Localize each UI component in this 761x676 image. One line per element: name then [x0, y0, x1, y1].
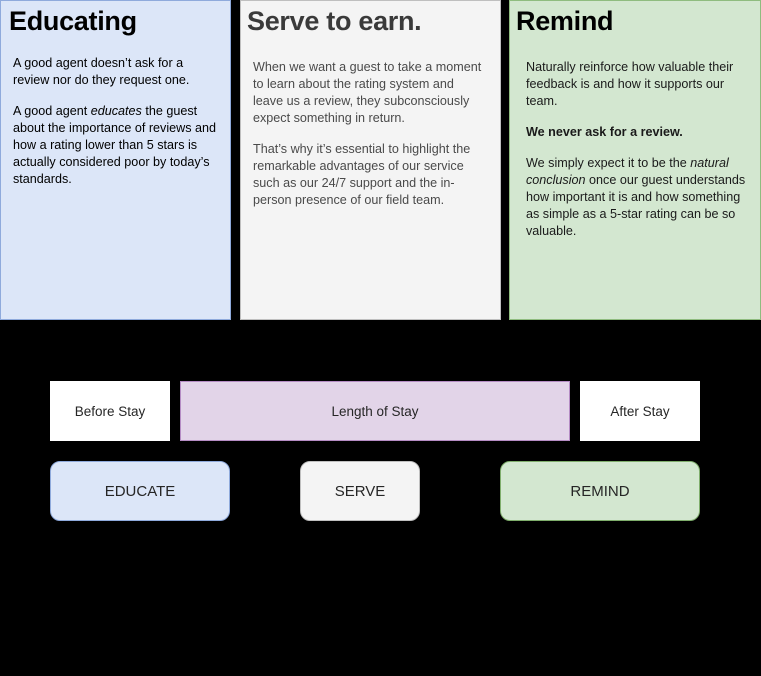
panel-educating-body: A good agent doesn’t ask for a review no…	[1, 35, 230, 188]
panel-serve-to-earn: Serve to earn. When we want a guest to t…	[240, 0, 501, 320]
text-run: A good agent doesn’t ask for a review no…	[13, 56, 190, 88]
guest-journey-timeline: Before Stay Length of Stay After Stay ED…	[0, 321, 761, 676]
paragraph: When we want a guest to take a moment to…	[253, 59, 484, 127]
panel-educating: Educating A good agent doesn’t ask for a…	[0, 0, 231, 320]
text-run: A good agent	[13, 104, 91, 119]
text-run: We simply expect it to be the	[526, 156, 691, 171]
paragraph: Naturally reinforce how valuable their f…	[526, 59, 748, 110]
panel-remind: Remind Naturally reinforce how valuable …	[509, 0, 761, 320]
stage-button-educate[interactable]: EDUCATE	[50, 461, 230, 521]
timeline-segment-after-stay[interactable]: After Stay	[580, 381, 700, 441]
paragraph: We never ask for a review.	[526, 124, 748, 141]
timeline-segment-label: Before Stay	[74, 403, 146, 419]
stage-button-remind[interactable]: REMIND	[500, 461, 700, 521]
text-run-emphasis: natural conclusion	[526, 156, 729, 188]
text-run: That’s why it’s essential to highlight t…	[253, 142, 471, 208]
timeline-segment-length-of-stay[interactable]: Length of Stay	[180, 381, 570, 441]
stage-button-label: EDUCATE	[104, 482, 176, 500]
panel-serve-title: Serve to earn.	[247, 6, 422, 36]
text-run: When we want a guest to take a moment to…	[253, 60, 482, 126]
panel-remind-title: Remind	[516, 6, 614, 36]
stage-button-label: SERVE	[334, 482, 386, 500]
concept-panels: Educating A good agent doesn’t ask for a…	[0, 0, 761, 321]
text-run: once our guest understands how important…	[526, 173, 746, 239]
text-run: the guest about the importance of review…	[13, 104, 217, 187]
text-run-strong: We never ask for a review.	[526, 125, 683, 140]
stage-button-serve[interactable]: SERVE	[300, 461, 420, 521]
stage-button-label: REMIND	[570, 482, 630, 500]
paragraph: A good agent educates the guest about th…	[13, 103, 218, 188]
panel-educating-title: Educating	[9, 6, 137, 36]
panel-remind-body: Naturally reinforce how valuable their f…	[510, 35, 760, 240]
text-run-emphasis: educates	[90, 104, 142, 119]
timeline-segment-label: Length of Stay	[331, 403, 419, 419]
paragraph: A good agent doesn’t ask for a review no…	[13, 55, 218, 89]
timeline-segment-before-stay[interactable]: Before Stay	[50, 381, 170, 441]
timeline-segment-label: After Stay	[610, 403, 670, 419]
paragraph: We simply expect it to be the natural co…	[526, 155, 748, 240]
paragraph: That’s why it’s essential to highlight t…	[253, 141, 484, 209]
panel-serve-body: When we want a guest to take a moment to…	[241, 35, 500, 209]
text-run: Naturally reinforce how valuable their f…	[526, 60, 734, 109]
